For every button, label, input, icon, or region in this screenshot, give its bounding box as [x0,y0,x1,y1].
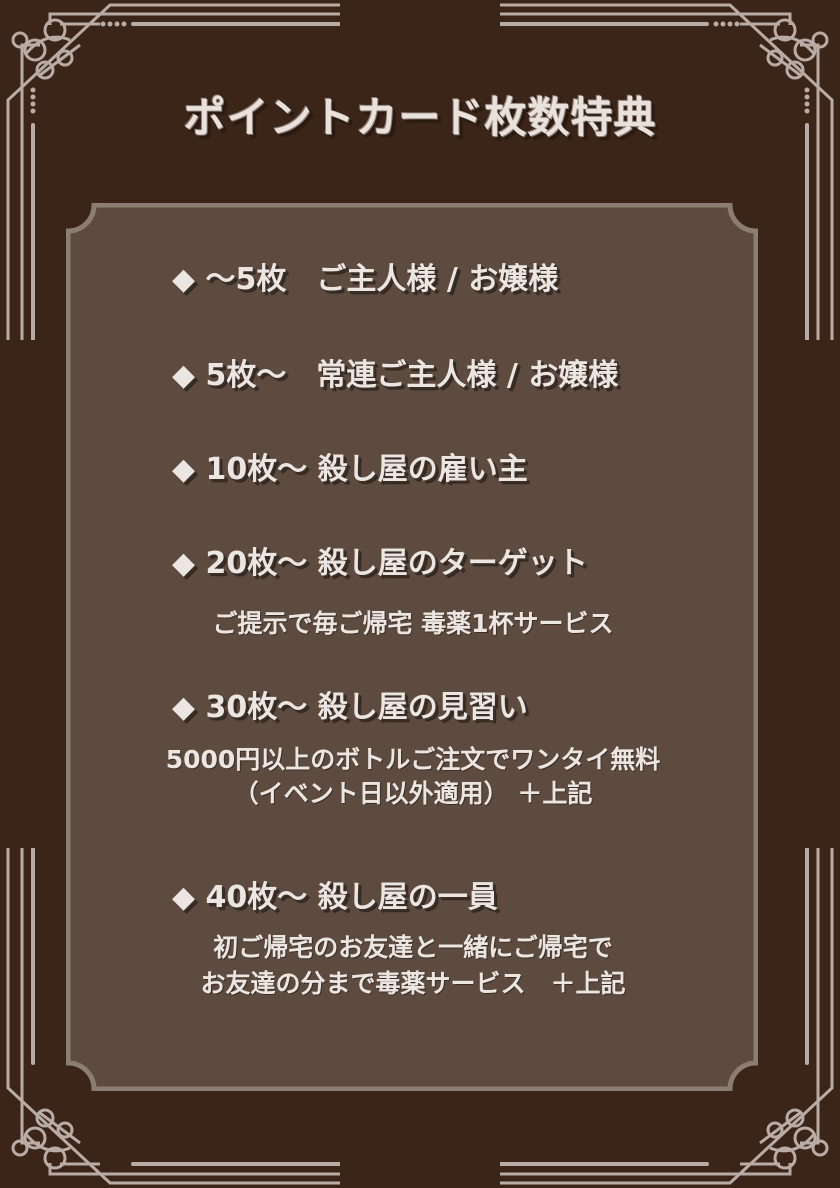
tier-4-label: ◆ 20枚～ 殺し屋のターゲット [172,546,588,581]
corner-ornament-top-right [500,3,834,340]
tier-2-label: ◆ 5枚～ 常連ご主人様 / お嬢様 [172,358,619,393]
tier-5-benefit-line-2: （イベント日以外適用） ＋上記 [233,779,593,808]
corner-ornament-top-left [6,3,340,340]
tier-1-label: ◆ ～5枚 ご主人様 / お嬢様 [172,262,559,297]
tier-5-label: ◆ 30枚～ 殺し屋の見習い [172,690,528,725]
tier-3-label: ◆ 10枚～ 殺し屋の雇い主 [172,452,528,487]
tier-4-benefit: ご提示で毎ご帰宅 毒薬1杯サービス [212,609,614,638]
page-title: ポイントカード枚数特典 [183,93,657,142]
tier-6-benefit-line-1: 初ご帰宅のお友達と一緒にご帰宅で [213,933,613,962]
tier-6-benefit-line-2: お友達の分まで毒薬サービス ＋上記 [200,969,626,998]
content-panel [66,203,758,1091]
tier-5-benefit-line-1: 5000円以上のボトルご注文でワンタイ無料 [165,745,661,774]
tier-6-label: ◆ 40枚～ 殺し屋の一員 [172,880,498,915]
